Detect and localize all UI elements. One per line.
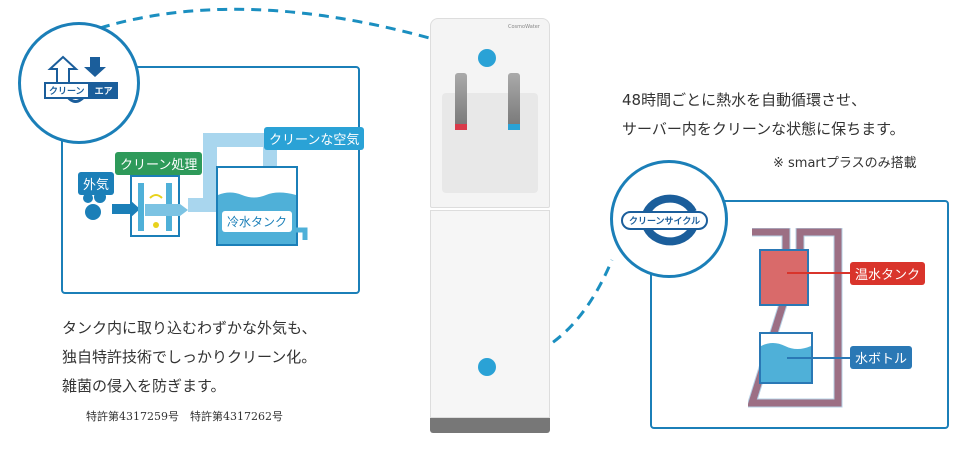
cycle-diagram [748, 228, 843, 408]
hot-tank-leader [787, 272, 850, 274]
water-server: CosmoWater [430, 18, 550, 433]
badge-left-text: クリーン [44, 82, 90, 99]
text-line: 雑菌の侵入を防ぎます。 [62, 377, 226, 395]
cold-tank-label: 冷水タンク [222, 211, 293, 232]
cold-tap[interactable] [508, 73, 520, 128]
clean-air-badge-label: クリーン エア [44, 82, 118, 99]
brand-logo: CosmoWater [508, 24, 540, 30]
model-note: ※ smartプラスのみ搭載 [773, 156, 917, 171]
highlight-dot-top [478, 49, 496, 67]
clean-cycle-badge-label: クリーンサイクル [621, 211, 709, 230]
text-line: 48時間ごとに熱水を自動循環させ、 [622, 91, 867, 109]
patent-numbers: 特許第4317259号 特許第4317262号 [86, 410, 283, 423]
clean-air-badge-circle [18, 22, 140, 144]
clean-air-label: クリーンな空気 [264, 127, 365, 150]
text-line: 独自特許技術でしっかりクリーン化。 [62, 348, 317, 366]
bottle-leader [787, 357, 850, 359]
text-line: サーバー内をクリーンな状態に保ちます。 [622, 120, 905, 138]
hot-tap[interactable] [455, 73, 467, 128]
text-line: タンク内に取り込むわずかな外気も、 [62, 319, 317, 337]
clean-cycle-description: 48時間ごとに熱水を自動循環させ、 サーバー内をクリーンな状態に保ちます。 [622, 86, 905, 144]
badge-right-text: エア [89, 82, 118, 99]
highlight-dot-bottom [478, 358, 496, 376]
clean-air-description: タンク内に取り込むわずかな外気も、 独自特許技術でしっかりクリーン化。 雑菌の侵… [62, 314, 317, 401]
water-bottle-label: 水ボトル [850, 346, 913, 369]
hot-tank-label: 温水タンク [850, 262, 926, 285]
outside-air-label: 外気 [78, 172, 115, 195]
clean-process-label: クリーン処理 [115, 152, 203, 175]
